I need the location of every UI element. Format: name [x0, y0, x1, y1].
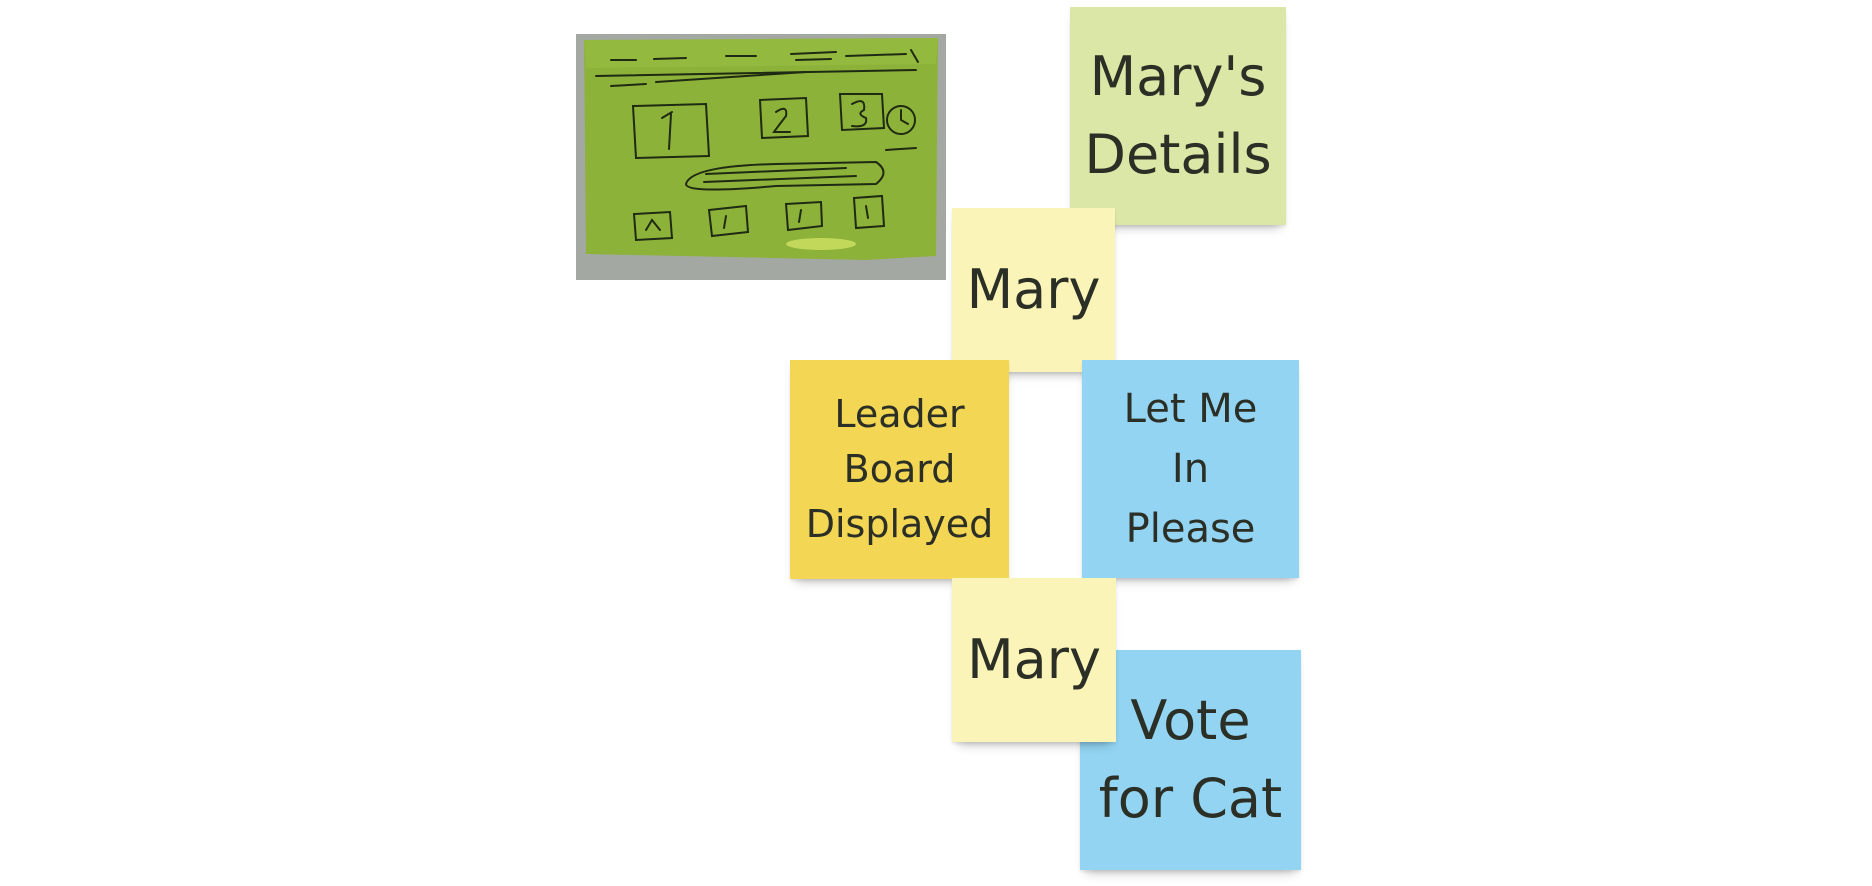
sticky-note-let-me-in[interactable]: Let Me In Please — [1082, 360, 1299, 578]
sketch-photo — [576, 34, 946, 280]
sticky-note-text: Leader Board Displayed — [805, 392, 994, 546]
sticky-note-text: Vote for Cat — [1098, 689, 1283, 830]
sticky-note-mary[interactable]: Mary — [952, 578, 1116, 742]
sticky-note-mary[interactable]: Mary — [952, 208, 1115, 372]
sticky-note-text: Let Me In Please — [1123, 386, 1258, 552]
sticky-note-leader-board[interactable]: Leader Board Displayed — [790, 360, 1009, 579]
sticky-note-vote-for-cat[interactable]: Vote for Cat — [1080, 650, 1301, 870]
sticky-note-text: Mary's Details — [1084, 45, 1272, 186]
sticky-note-text: Mary — [967, 628, 1101, 691]
sticky-note-marys-details[interactable]: Mary's Details — [1070, 7, 1286, 225]
sticky-note-text: Mary — [966, 258, 1101, 321]
sketch-drawing — [584, 38, 938, 260]
